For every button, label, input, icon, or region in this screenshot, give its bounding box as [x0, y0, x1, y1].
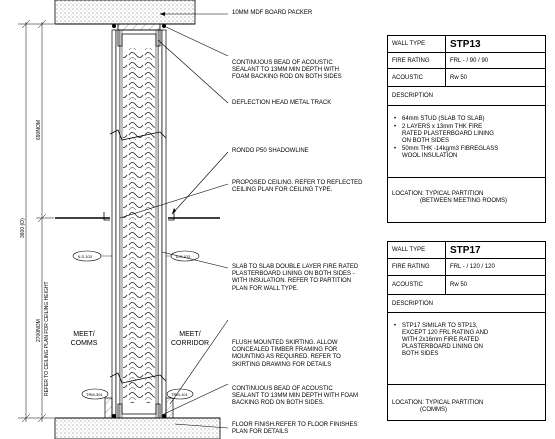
tag-ils-right: ILS-103 — [176, 254, 191, 259]
tag-ils-left: ILS-103 — [78, 254, 93, 259]
dim-total-label: 3600 (O) — [20, 218, 26, 238]
room-label-left: MEET/COMMS — [70, 331, 98, 347]
note-deflection: DEFLECTION HEAD METAL TRACK — [232, 100, 332, 106]
description-item: STP17 SIMILAR TO STP13,EXCEPT 120 FRL RA… — [392, 323, 488, 358]
leader-lines — [119, 13, 229, 429]
note-mdf: 10mm MDF BOARD PACKER — [232, 10, 313, 16]
wall-type-table-stp13: WALL TYPE STP13 FIRE RATING FRL - / 90 /… — [387, 35, 546, 223]
wall-type-value: STP13 — [445, 36, 545, 52]
wall-type-label: WALL TYPE — [392, 41, 426, 47]
room-label-right: MEET/CORRIDOR — [170, 331, 210, 347]
description-label: DESCRIPTION — [392, 93, 434, 99]
fire-rating-value: FRL - / 90 / 90 — [445, 53, 545, 68]
description-list: STP17 SIMILAR TO STP13,EXCEPT 120 FRL RA… — [392, 323, 488, 359]
top-slab — [54, 0, 196, 25]
shadowline-trims — [103, 212, 175, 221]
wall-type-value: STP17 — [445, 242, 545, 258]
wall-section — [111, 29, 167, 419]
description-label: DESCRIPTION — [392, 300, 434, 307]
skirtings — [104, 397, 174, 419]
insulation — [123, 48, 155, 403]
fire-rating-label: FIRE RATING — [392, 264, 430, 270]
tag-trm-left: TRM-301 — [86, 392, 103, 397]
acoustic-value: Rw 50 — [445, 276, 545, 294]
wall-type-table-stp17: WALL TYPE STP17 FIRE RATING FRL - / 120 … — [387, 241, 546, 421]
floor-slab — [54, 417, 221, 439]
dim-top-label: 690NOM — [36, 119, 42, 140]
tag-trm-right: TRM-101 — [171, 392, 188, 397]
ceiling-height-note: REFER TO CEILING PLAN FOR CEILING HEIGHT — [44, 281, 50, 396]
dimension-lines — [18, 19, 54, 423]
acoustic-label: ACOUSTIC — [392, 282, 424, 288]
mdf-packer — [117, 23, 161, 31]
fire-rating-label: FIRE RATING — [392, 57, 430, 64]
note-shadowline: RONDO P50 SHADOWLINE — [232, 148, 309, 154]
fire-rating-value: FRL - / 120 / 120 — [445, 259, 545, 275]
acoustic-value: Rw 50 — [445, 69, 545, 86]
description-list: 64mm STUD (SLAB TO SLAB) 2 LAYERS x 13mm… — [392, 116, 498, 161]
location-text: LOCATION: TYPICAL PARTITION (COMMS) — [392, 400, 484, 413]
acoustic-label: ACOUSTIC — [392, 74, 424, 81]
break-symbols — [109, 129, 167, 384]
description-item: 64mm STUD (SLAB TO SLAB) — [392, 116, 498, 123]
dim-ceiling-label: 2700NOM — [36, 319, 42, 342]
tag-bubbles — [72, 250, 200, 400]
location-text: LOCATION: TYPICAL PARTITION (BETWEEN MEE… — [392, 191, 507, 204]
wall-type-label: WALL TYPE — [392, 247, 426, 253]
